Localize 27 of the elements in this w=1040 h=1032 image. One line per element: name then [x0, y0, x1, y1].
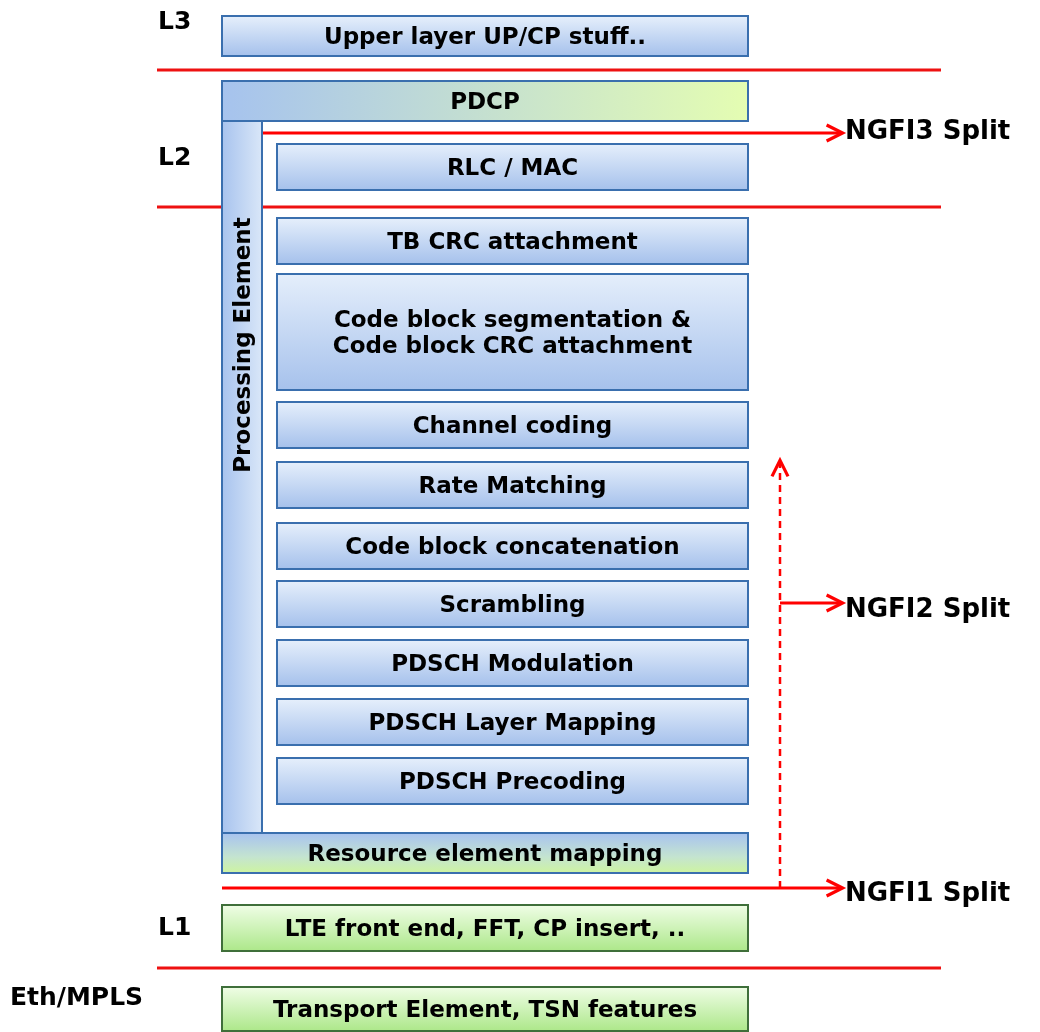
process-box: PDSCH Precoding — [276, 757, 749, 805]
process-box: PDSCH Layer Mapping — [276, 698, 749, 746]
split-label: NGFI3 Split — [845, 110, 1037, 150]
process-box: TB CRC attachment — [276, 217, 749, 265]
layer-label: L2 — [158, 142, 192, 171]
process-box: Scrambling — [276, 580, 749, 628]
process-box: Rate Matching — [276, 461, 749, 509]
layer-label: L3 — [158, 6, 192, 35]
layer-bar: Resource element mapping — [221, 832, 749, 874]
process-box: RLC / MAC — [276, 143, 749, 191]
arrow — [222, 878, 845, 898]
process-box: PDSCH Modulation — [276, 639, 749, 687]
process-box: Code block segmentation & Code block CRC attachment — [276, 273, 749, 391]
process-box: Code block concatenation — [276, 522, 749, 570]
process-box: Channel coding — [276, 401, 749, 449]
process-box: Upper layer UP/CP stuff.. — [221, 15, 749, 57]
vertical-label: Processing Element — [229, 217, 255, 473]
layer-label: Eth/MPLS — [10, 982, 144, 1011]
layer-bar: PDCP — [221, 80, 749, 122]
layer-box: Transport Element, TSN features — [221, 986, 749, 1032]
arrow — [263, 123, 845, 143]
split-label: NGFI2 Split — [845, 588, 1037, 628]
arrow — [780, 593, 845, 613]
layer-label: L1 — [158, 912, 192, 941]
split-label: NGFI1 Split — [845, 872, 1037, 912]
layer-box: LTE front end, FFT, CP insert, .. — [221, 904, 749, 952]
vertical-bar — [221, 120, 263, 834]
